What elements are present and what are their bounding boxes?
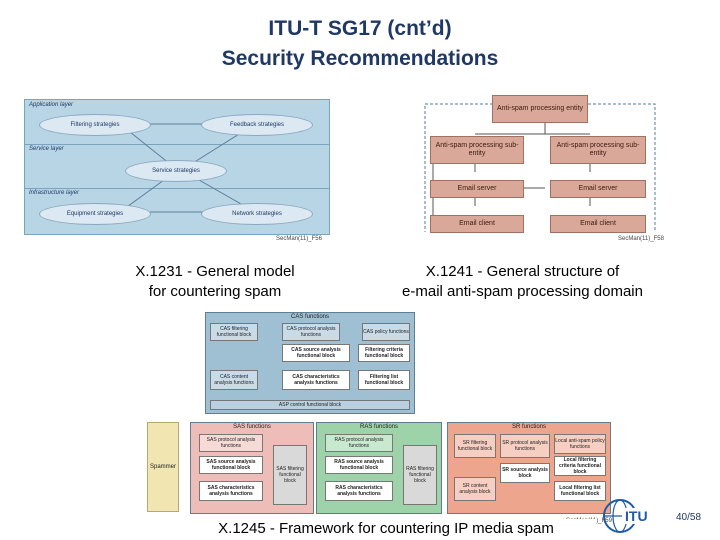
slide-title-line2: Security Recommendations [221, 47, 499, 70]
sr-title: SR functions [511, 424, 547, 430]
sas-source-analysis: SAS source analysis functional block [199, 456, 263, 474]
layer-label-infrastructure: Infrastructure layer [29, 190, 80, 196]
layer-label-service: Service layer [29, 146, 64, 152]
asp-control-block: ASP control functional block [210, 400, 410, 410]
oval-network-strategies: Network strategies [201, 203, 313, 225]
cas-filtering-block: CAS filtering functional block [210, 323, 258, 341]
cas-source-analysis: CAS source analysis functional block [282, 344, 350, 362]
sas-panel: SAS functions SAS protocol analysis func… [190, 422, 314, 514]
fig2-caption-line1: X.1241 - General structure of [425, 263, 620, 280]
sr-local-filtering-list: Local filtering list functional block [554, 481, 606, 501]
fig1-caption-line1: X.1231 - General model [135, 263, 295, 280]
sas-protocol-analysis: SAS protocol analysis functions [199, 434, 263, 452]
email-server-left: Email server [430, 180, 524, 198]
oval-service-strategies: Service strategies [125, 160, 227, 182]
sr-content-analysis: SR content analysis block [454, 477, 496, 501]
sas-characteristics-analysis: SAS characteristics analysis functions [199, 481, 263, 501]
cas-filtering-criteria: Filtering criteria functional block [358, 344, 410, 362]
sas-filtering-block: SAS filtering functional block [273, 445, 307, 505]
layer-divider [25, 188, 329, 189]
ras-title: RAS functions [359, 424, 399, 430]
cas-characteristics-analysis: CAS characteristics analysis functions [282, 370, 350, 390]
email-client-right: Email client [550, 215, 646, 233]
cas-panel: CAS functions CAS filtering functional b… [205, 312, 415, 414]
sr-panel: SR functions SR filtering functional blo… [447, 422, 611, 514]
ras-filtering-block: RAS filtering functional block [403, 445, 437, 505]
sr-local-filtering-criteria: Local filtering criteria functional bloc… [554, 456, 606, 476]
email-client-left: Email client [430, 215, 524, 233]
spammer-box: Spammer [147, 422, 179, 512]
fig1-ref: SecMan(11)_F56 [276, 236, 322, 242]
cas-filtering-list: Filtering list functional block [358, 370, 410, 390]
page-number: 40/58 [676, 512, 702, 523]
antispam-subentity-left: Anti-spam processing sub-entity [430, 136, 524, 164]
sr-filtering-block: SR filtering functional block [454, 434, 496, 458]
fig1-caption-line2: for countering spam [148, 283, 282, 300]
oval-feedback-strategies: Feedback strategies [201, 114, 313, 136]
sr-local-policy: Local anti-spam policy functions [554, 434, 606, 454]
sr-protocol-analysis: SR protocol analysis functions [500, 434, 550, 458]
oval-filtering-strategies: Filtering strategies [39, 114, 151, 136]
antispam-subentity-right: Anti-spam processing sub-entity [550, 136, 646, 164]
layer-divider [25, 144, 329, 145]
spam-model-diagram: Application layer Service layer Infrastr… [24, 99, 330, 235]
ras-source-analysis: RAS source analysis functional block [325, 456, 393, 474]
fig2-ref: SecMan(11)_F58 [618, 236, 664, 242]
email-server-right: Email server [550, 180, 646, 198]
layer-label-application: Application layer [29, 102, 74, 108]
cas-title: CAS functions [290, 314, 330, 320]
sas-title: SAS functions [233, 424, 271, 430]
cas-content-analysis: CAS content analysis functions [210, 370, 258, 390]
fig2-caption-line2: e-mail anti-spam processing domain [402, 283, 643, 300]
itu-logo: ITU [603, 499, 656, 533]
oval-equipment-strategies: Equipment strategies [39, 203, 151, 225]
ras-protocol-analysis: RAS protocol analysis functions [325, 434, 393, 452]
ras-panel: RAS functions RAS protocol analysis func… [316, 422, 442, 514]
cas-policy-functions: CAS policy functions [362, 323, 410, 341]
slide-title-line1: ITU-T SG17 (cnt’d) [268, 17, 452, 40]
sr-source-analysis: SR source analysis block [500, 463, 550, 483]
cas-protocol-analysis: CAS protocol analysis functions [282, 323, 340, 341]
svg-text:ITU: ITU [625, 508, 648, 524]
fig3-caption: X.1245 - Framework for countering IP med… [176, 519, 596, 538]
ras-characteristics-analysis: RAS characteristics analysis functions [325, 481, 393, 501]
antispam-entity-box: Anti-spam processing entity [492, 95, 588, 123]
